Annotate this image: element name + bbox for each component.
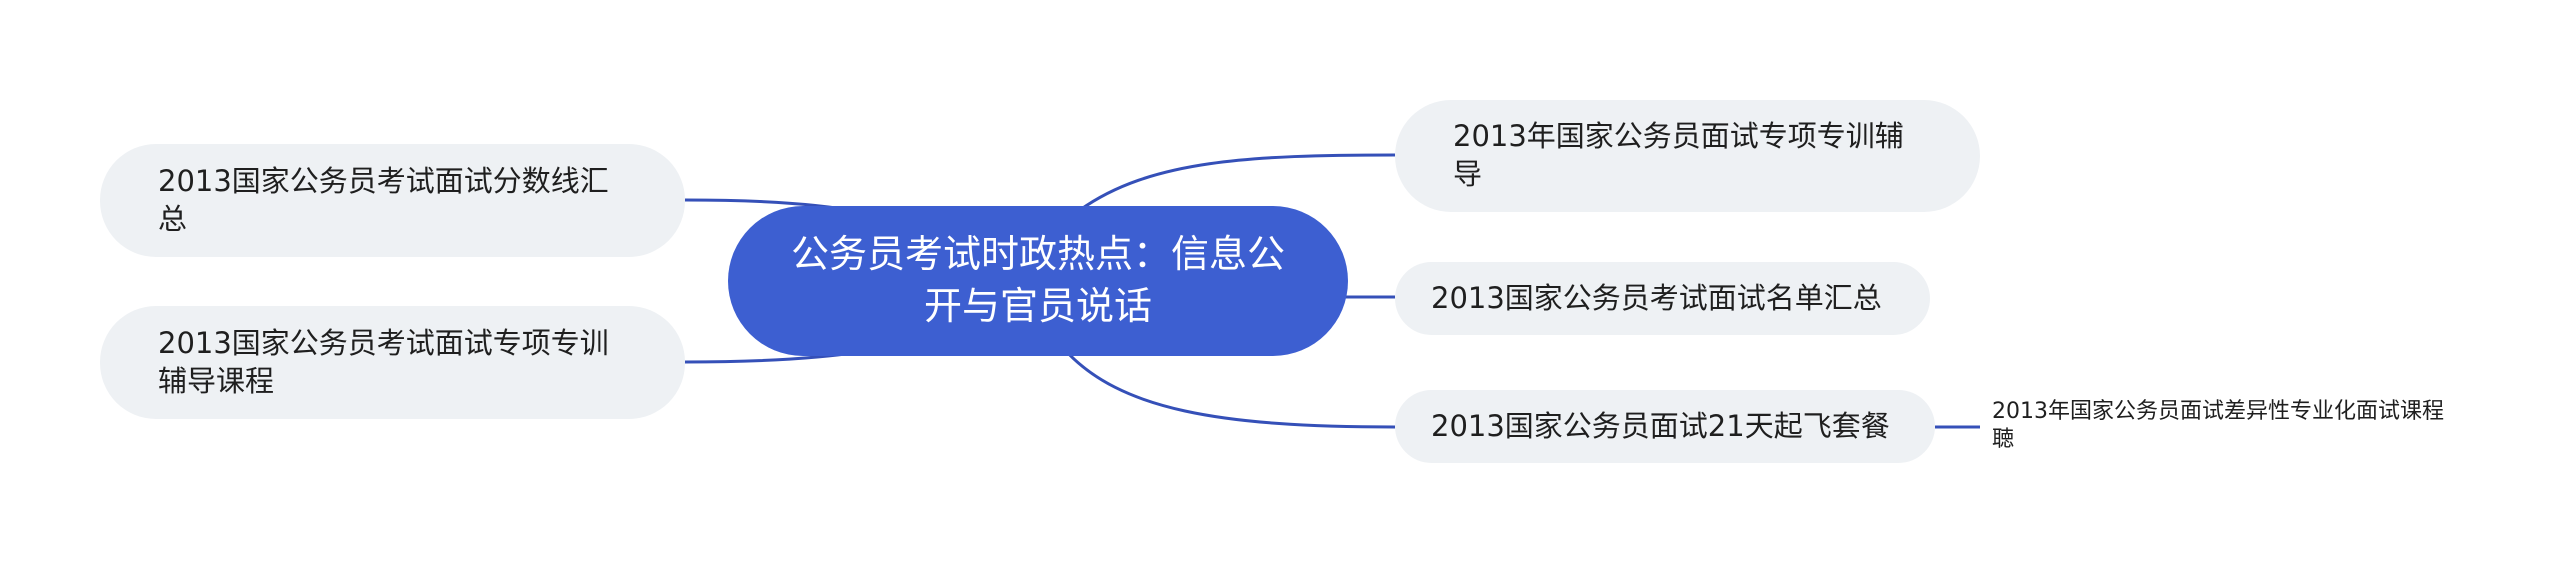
left-branch-1-label: 2013国家公务员考试面试分数线汇总 [158, 163, 609, 236]
left-branch-1[interactable]: 2013国家公务员考试面试分数线汇总 [100, 144, 685, 257]
connector-root-to-right-3 [1063, 348, 1396, 429]
sub-branch-1[interactable]: 2013年国家公务员面试差异性专业化面试课程聴 [1992, 398, 2462, 453]
right-branch-1[interactable]: 2013年国家公务员面试专项专训辅导 [1395, 100, 1980, 212]
right-branch-2-label: 2013国家公务员考试面试名单汇总 [1431, 280, 1882, 315]
left-branch-2-label: 2013国家公务员考试面试专项专训辅导课程 [158, 325, 609, 398]
root-node[interactable]: 公务员考试时政热点：信息公开与官员说话 [728, 206, 1348, 356]
sub-branch-1-label: 2013年国家公务员面试差异性专业化面试课程聴 [1992, 399, 2444, 452]
right-branch-3-label: 2013国家公务员面试21天起飞套餐 [1431, 408, 1890, 443]
right-branch-2[interactable]: 2013国家公务员考试面试名单汇总 [1395, 262, 1930, 335]
root-node-label: 公务员考试时政热点：信息公开与官员说话 [790, 232, 1285, 328]
left-branch-2[interactable]: 2013国家公务员考试面试专项专训辅导课程 [100, 306, 685, 419]
right-branch-3[interactable]: 2013国家公务员面试21天起飞套餐 [1395, 390, 1935, 463]
right-branch-1-label: 2013年国家公务员面试专项专训辅导 [1453, 119, 1904, 191]
connector-root-to-right-1 [1079, 153, 1396, 212]
